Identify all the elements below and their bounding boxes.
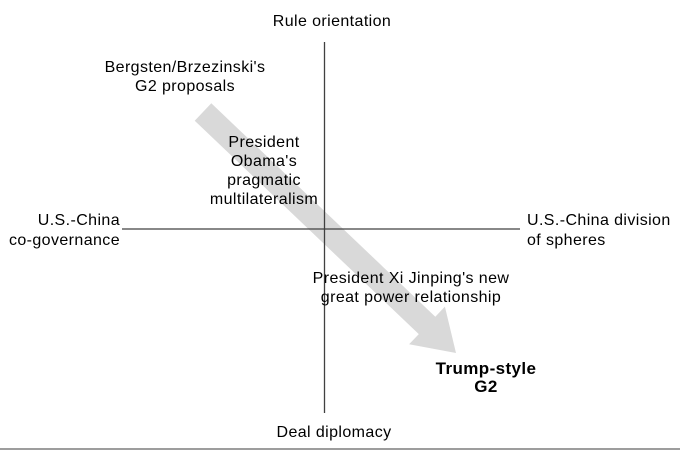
pole-line: co-governance — [8, 232, 120, 249]
bottom-horizontal-rule — [0, 448, 680, 450]
item-trump-style-g2: Trump-style G2 — [436, 360, 537, 396]
item-line: multilateralism — [209, 191, 319, 208]
axis-pole-label-bottom: Deal diplomacy — [276, 424, 392, 441]
item-obama-pragmatic-multilateralism: President Obama's pragmatic multilateral… — [210, 133, 318, 209]
item-line: Trump-style — [435, 359, 537, 378]
item-line: G2 — [474, 377, 498, 396]
axis-pole-label-left: U.S.-China co-governance — [9, 211, 120, 251]
pole-line: of spheres — [527, 232, 606, 249]
axis-pole-label-top: Rule orientation — [272, 13, 392, 30]
item-bergsten-g2-proposals: Bergsten/Brzezinski's G2 proposals — [105, 58, 266, 96]
axis-pole-label-right: U.S.-China division of spheres — [527, 211, 671, 251]
item-line: President Xi Jinping's new — [312, 270, 510, 287]
item-line: Bergsten/Brzezinski's — [104, 59, 266, 76]
item-line: pragmatic — [227, 172, 301, 189]
item-xi-great-power-relationship: President Xi Jinping's new great power r… — [313, 269, 510, 307]
item-line: Obama's — [230, 153, 298, 170]
item-line: President — [228, 134, 300, 151]
pole-line: U.S.-China division — [527, 212, 671, 229]
item-line: G2 proposals — [135, 78, 235, 95]
diagonal-trend-arrow-icon — [194, 103, 456, 353]
item-line: great power relationship — [320, 289, 502, 306]
pole-line: U.S.-China — [37, 212, 120, 229]
